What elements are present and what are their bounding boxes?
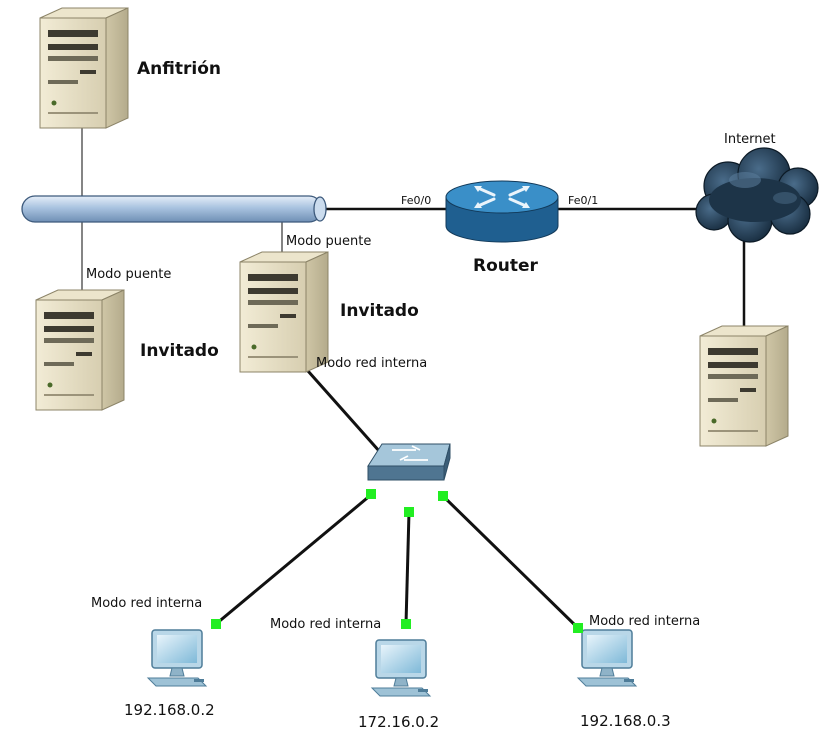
internal-pc1-label: Modo red interna	[91, 596, 202, 611]
pc1-ip-label: 192.168.0.2	[124, 701, 215, 719]
router-label: Router	[473, 256, 539, 276]
guest-left-server-icon	[35, 289, 125, 411]
internal-pc3-label: Modo red interna	[589, 614, 700, 629]
link-dot	[366, 489, 376, 499]
link-dot	[404, 507, 414, 517]
internet-server-icon	[699, 325, 789, 447]
router-icon	[445, 180, 559, 243]
link-dot	[401, 619, 411, 629]
internet-label: Internet	[724, 132, 776, 147]
bridge-left-label: Modo puente	[86, 267, 171, 282]
link-dot	[573, 623, 583, 633]
pc2-ip-label: 172.16.0.2	[358, 713, 439, 731]
switch-pc1-link	[215, 492, 373, 626]
guest-mid-label: Invitado	[340, 301, 419, 321]
fe0-0-label: Fe0/0	[401, 194, 431, 207]
internet-cloud-icon	[695, 147, 819, 243]
bridge-mid-label: Modo puente	[286, 234, 371, 249]
pc3-icon	[577, 629, 637, 687]
link-dot	[211, 619, 221, 629]
bridge-bus	[21, 195, 327, 223]
switch-pc3-link	[441, 494, 580, 630]
host-label: Anfitrión	[137, 59, 221, 79]
guest-mid-server-icon	[239, 251, 329, 373]
guest-left-label: Invitado	[140, 341, 219, 361]
guest-switch-link	[298, 361, 382, 453]
internal-pc2-label: Modo red interna	[270, 617, 381, 632]
pc2-icon	[371, 639, 431, 697]
pc1-icon	[147, 629, 207, 687]
link-dot	[438, 491, 448, 501]
pc3-ip-label: 192.168.0.3	[580, 712, 671, 730]
switch-icon	[367, 443, 451, 481]
switch-pc2-link	[404, 511, 411, 625]
link-dots	[211, 489, 583, 633]
internal-guest-label: Modo red interna	[316, 356, 427, 371]
fe0-1-label: Fe0/1	[568, 194, 598, 207]
host-server-icon	[39, 7, 129, 129]
